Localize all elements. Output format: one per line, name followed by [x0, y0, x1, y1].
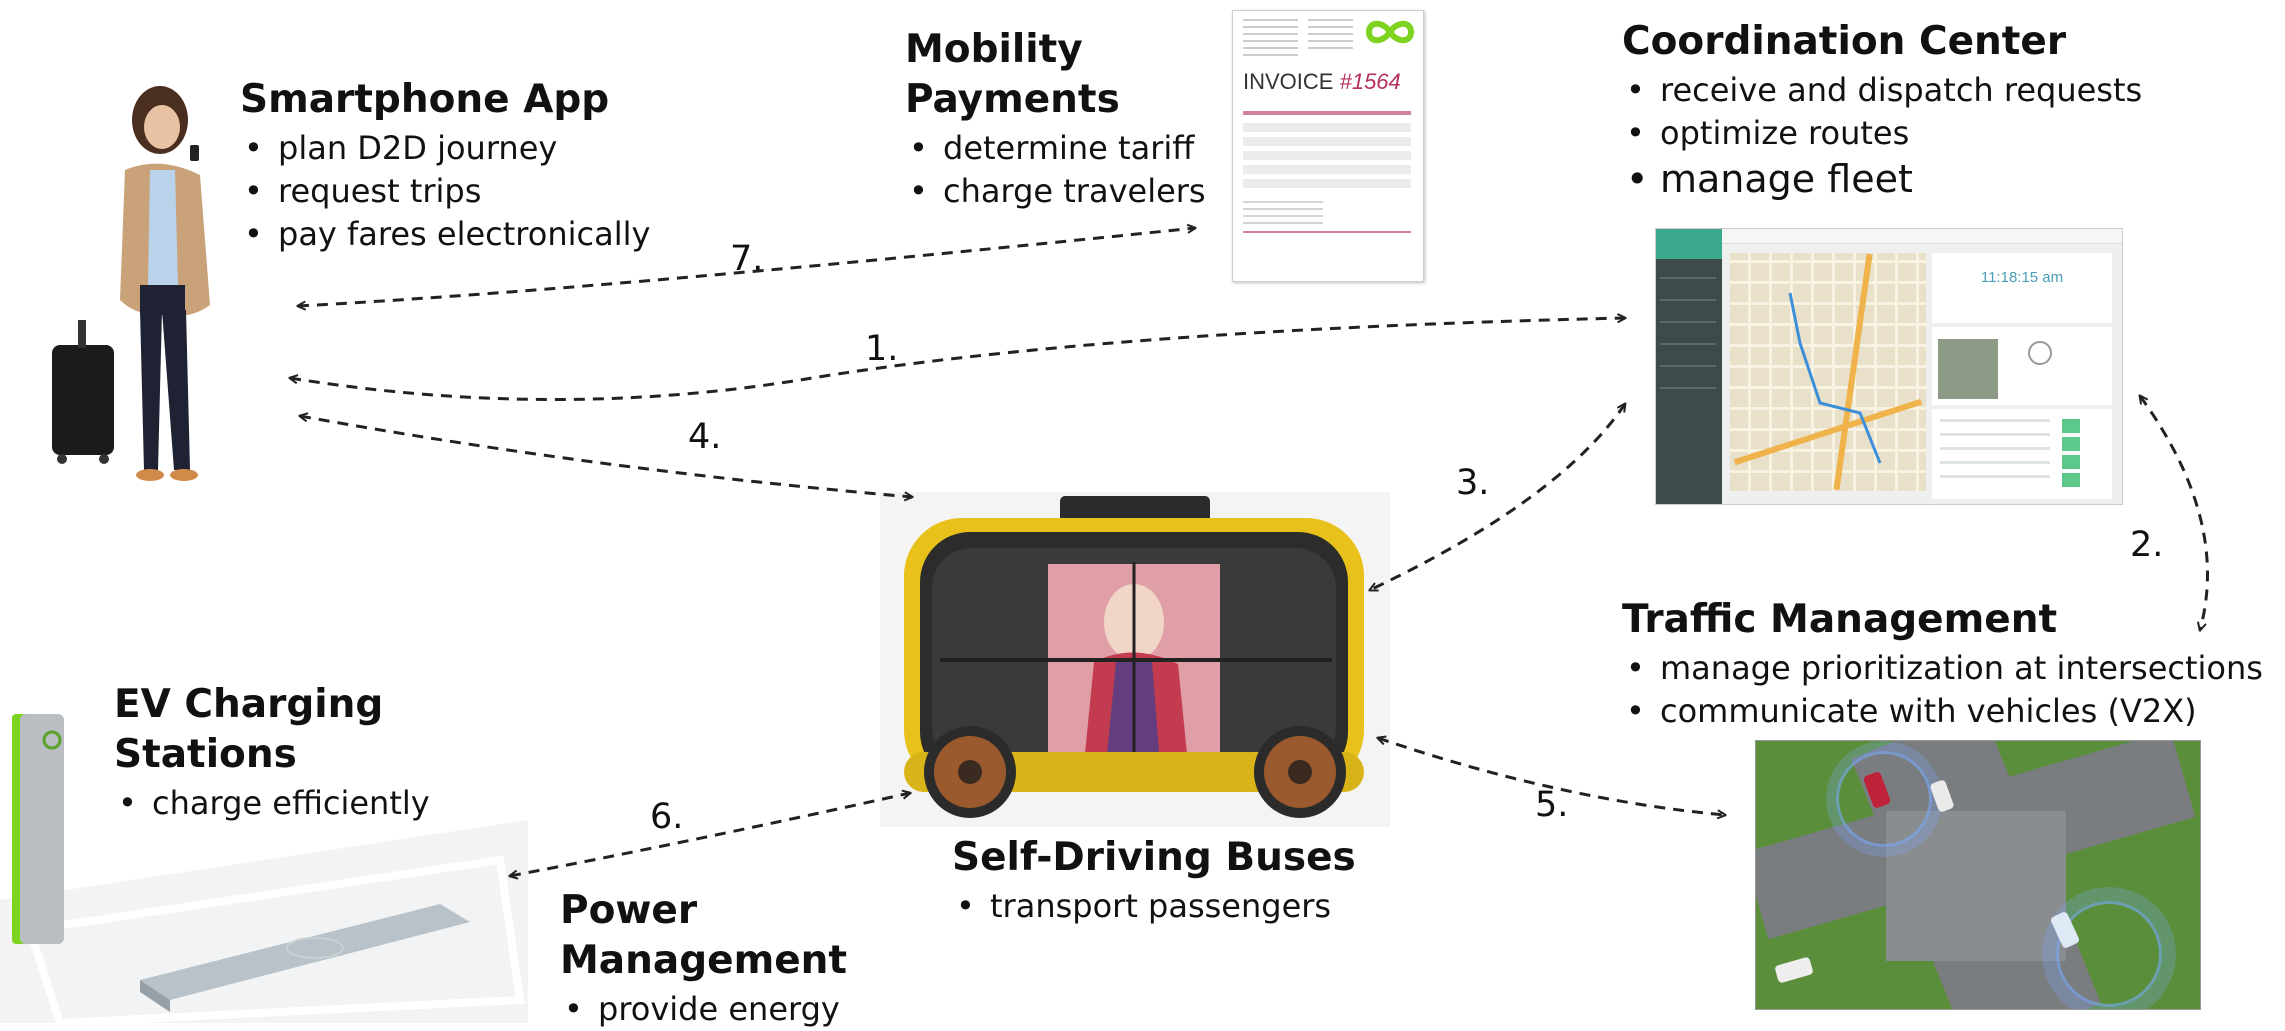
mobility-payments-title-line1: Mobility [905, 27, 1083, 72]
power-management-title-line1: Power [560, 888, 698, 933]
bus-image [880, 492, 1390, 827]
smartphone-app-block: Smartphone App plan D2D journey request … [240, 75, 650, 256]
coordination-center-block: Coordination Center receive and dispatch… [1622, 17, 2142, 203]
invoice-number: #1564 [1339, 69, 1401, 94]
ev-charging-block: EV Charging Stations charge efficiently [114, 680, 430, 825]
list-item: charge efficiently [114, 782, 430, 825]
arrow-1 [290, 318, 1625, 402]
invoice-image: INVOICE #1564 [1232, 10, 1424, 282]
charging-station-image [0, 714, 528, 1023]
list-item: pay fares electronically [240, 213, 650, 256]
power-management-title-line2: Management [560, 938, 848, 983]
self-driving-buses-block: Self-Driving Buses transport passengers [952, 833, 1356, 928]
list-item: manage fleet [1622, 155, 2142, 203]
traffic-management-block: Traffic Management manage prioritization… [1622, 595, 2263, 733]
ev-charging-list: charge efficiently [114, 782, 430, 825]
list-item: transport passengers [952, 885, 1356, 928]
traffic-management-title: Traffic Management [1622, 597, 2058, 642]
ev-charging-title-line2: Stations [114, 732, 297, 777]
arrow-label-2: 2. [2130, 525, 2163, 565]
invoice-logo-icon [1365, 17, 1415, 47]
list-item: determine tariff [905, 127, 1206, 170]
arrow-label-7: 7. [730, 239, 763, 279]
traveler-image [52, 86, 210, 481]
arrow-3 [1370, 404, 1625, 590]
list-item: request trips [240, 170, 650, 213]
traffic-management-list: manage prioritization at intersections c… [1622, 647, 2263, 733]
dashboard-screenshot: 11:18:15 am [1655, 228, 2123, 505]
arrow-2 [2140, 396, 2209, 630]
list-item: provide energy [560, 988, 847, 1031]
intersection-image [1755, 740, 2201, 1010]
mobility-payments-list: determine tariff charge travelers [905, 127, 1206, 213]
arrow-label-3: 3. [1456, 463, 1489, 503]
list-item: receive and dispatch requests [1622, 69, 2142, 112]
mobility-payments-block: Mobility Payments determine tariff charg… [905, 25, 1206, 213]
arrow-label-1: 1. [865, 329, 898, 369]
arrow-label-4: 4. [688, 417, 721, 457]
mobility-payments-title-line2: Payments [905, 77, 1120, 122]
arrow-6 [510, 793, 910, 876]
list-item: manage prioritization at intersections [1622, 647, 2263, 690]
arrow-label-6: 6. [650, 797, 683, 837]
list-item: communicate with vehicles (V2X) [1622, 690, 2263, 733]
dashboard-clock: 11:18:15 am [1980, 269, 2064, 286]
arrow-label-5: 5. [1535, 785, 1568, 825]
power-management-list: provide energy [560, 988, 847, 1031]
list-item: plan D2D journey [240, 127, 650, 170]
smartphone-app-list: plan D2D journey request trips pay fares… [240, 127, 650, 256]
self-driving-buses-list: transport passengers [952, 885, 1356, 928]
arrow-4 [300, 416, 912, 497]
power-management-block: Power Management provide energy [560, 886, 847, 1031]
arrow-5 [1378, 738, 1725, 815]
list-item: charge travelers [905, 170, 1206, 213]
invoice-label: INVOICE [1243, 69, 1334, 94]
coordination-center-title: Coordination Center [1622, 19, 2067, 64]
list-item: optimize routes [1622, 112, 2142, 155]
ev-charging-title-line1: EV Charging [114, 682, 384, 727]
coordination-center-list: receive and dispatch requests optimize r… [1622, 69, 2142, 203]
smartphone-app-title: Smartphone App [240, 77, 610, 122]
self-driving-buses-title: Self-Driving Buses [952, 835, 1356, 880]
